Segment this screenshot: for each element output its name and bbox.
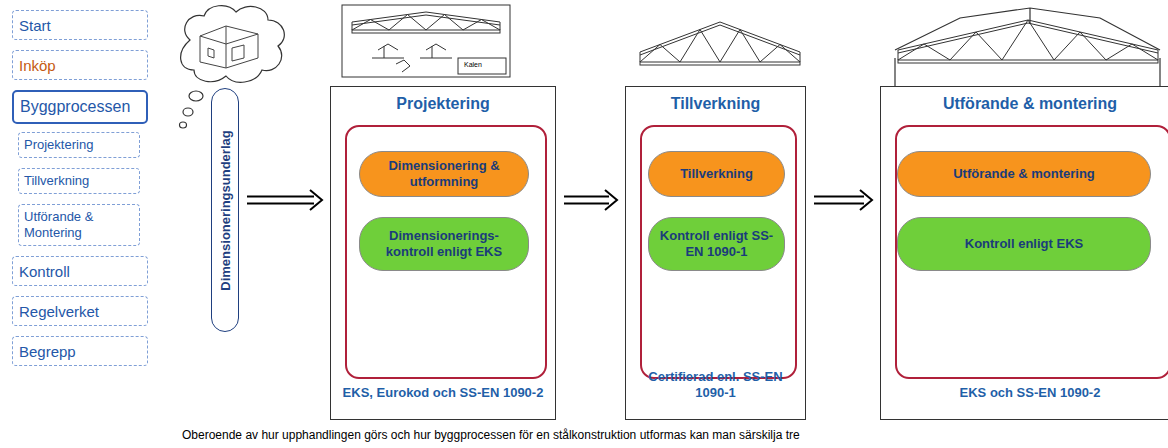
nav-item: Inköp [12, 50, 148, 80]
node-label: Dimensioneringsunderlag [218, 130, 233, 290]
truss-diagonals [898, 20, 1158, 60]
node-label: Tillverkning [24, 173, 89, 189]
node-label: Kontroll [19, 263, 70, 280]
top-chord-inner [640, 25, 800, 55]
nav-subitem: Tillverkning [18, 168, 140, 194]
node-note: Certifierad enl. SS-EN 1090-1 [632, 369, 799, 402]
truss-diagonals [640, 30, 800, 63]
node-label: Regelverket [19, 303, 99, 320]
node-label: Projektering [24, 137, 93, 153]
activity-pill: Tillverkning [648, 151, 785, 197]
truss-diagonals [352, 15, 500, 31]
node-label: Projektering [331, 95, 555, 113]
node-label: Dimensionerings-kontroll enligt EKS [370, 228, 518, 259]
arrow-shaft [564, 197, 609, 204]
bottom-chord [640, 62, 800, 65]
nav-item: Regelverket [12, 296, 148, 326]
activity-pill: Dimensionering & utformning [359, 151, 529, 197]
bottom-chord [352, 30, 500, 33]
nav-subitem: Utförande & Montering [18, 204, 140, 246]
activity-pill: Utförande & montering [897, 151, 1151, 197]
arrow-head [860, 190, 872, 210]
node-label: Kontroll enligt SS-EN 1090-1 [659, 228, 774, 259]
control-pill: Dimensionerings-kontroll enligt EKS [359, 217, 529, 271]
nav-item-active: Byggprocessen [12, 90, 148, 124]
node-label: Start [19, 17, 51, 34]
input-pill: Dimensioneringsunderlag [211, 88, 239, 332]
node-label: Byggprocessen [20, 98, 130, 116]
node-label: Utförande & montering [881, 95, 1168, 113]
node-label: Dimensionering & utformning [370, 158, 518, 189]
bottom-chord [898, 60, 1158, 63]
top-chord-inner [352, 15, 500, 25]
node-label: Tillverkning [680, 166, 753, 182]
body-text: Oberoende av hur upphandlingen görs och … [182, 428, 800, 442]
title-block-text: Kalen [463, 61, 483, 68]
arrow-head [605, 190, 617, 210]
arrow-shaft [814, 197, 864, 204]
node-label: Tillverkning [626, 95, 805, 113]
node-label: Utförande & Montering [24, 209, 134, 242]
nav-item: Kontroll [12, 256, 148, 286]
top-chord [352, 12, 500, 30]
double-arrow [814, 190, 872, 210]
nav-item: Start [12, 10, 148, 40]
double-arrow [564, 190, 617, 210]
phase-box: Utförande & monteringEKS och SS-EN 1090-… [880, 86, 1168, 420]
top-chord [640, 22, 800, 62]
node-label: Utförande & montering [953, 166, 1095, 182]
node-note: EKS och SS-EN 1090-2 [887, 385, 1168, 401]
hall-walls [895, 8, 1160, 86]
drawing-sheet [342, 5, 510, 77]
top-chord [898, 20, 1158, 60]
node-label: Begrepp [19, 343, 76, 360]
building-sketch [200, 26, 258, 68]
arrow-shaft [247, 197, 314, 204]
nav-subitem: Projektering [18, 132, 140, 158]
double-arrow [247, 190, 322, 210]
phase-box: TillverkningCertifierad enl. SS-EN 1090-… [625, 86, 806, 420]
nav-item: Begrepp [12, 336, 148, 366]
control-pill: Kontroll enligt EKS [897, 217, 1151, 271]
node-note: EKS, Eurokod och SS-EN 1090-2 [337, 385, 549, 401]
node-label: Kontroll enligt EKS [965, 236, 1083, 252]
control-pill: Kontroll enligt SS-EN 1090-1 [648, 217, 785, 271]
truss-drawings [352, 12, 1158, 65]
phase-box: ProjekteringEKS, Eurokod och SS-EN 1090-… [330, 86, 556, 420]
node-label: Inköp [19, 57, 56, 74]
arrow-head [310, 190, 322, 210]
